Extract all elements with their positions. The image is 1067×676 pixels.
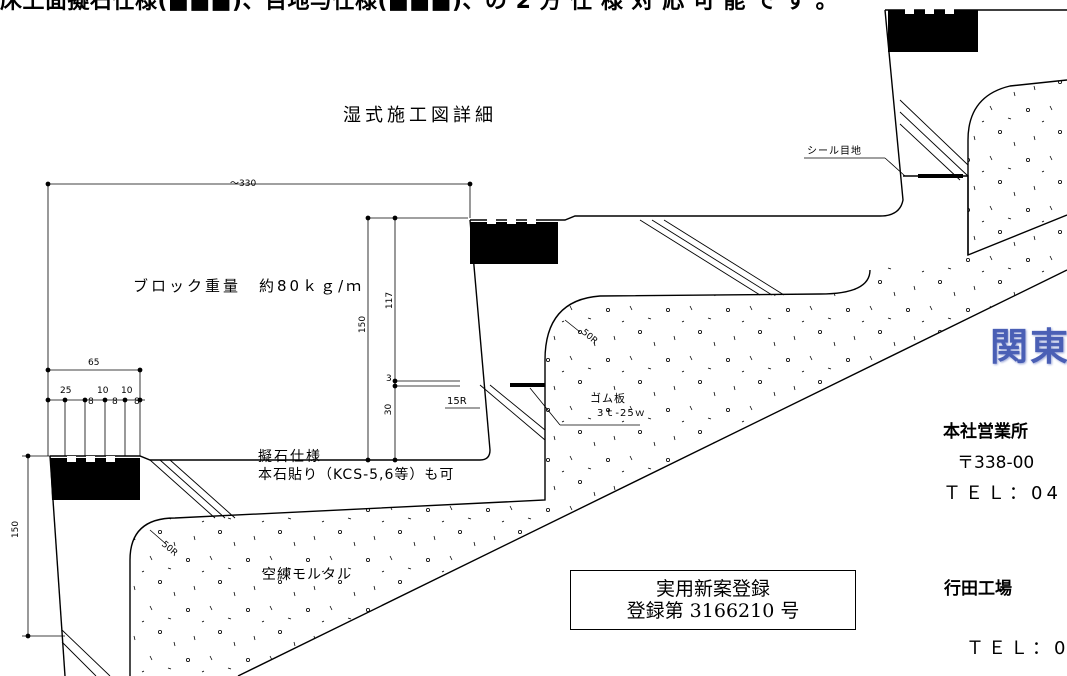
- dim-8c: 8: [134, 397, 140, 407]
- patent-line1: 実用新案登録: [655, 578, 770, 600]
- radius-15r: 15R: [447, 396, 467, 407]
- dim-8a: 8: [88, 397, 94, 407]
- hatch-bands: [61, 99, 969, 676]
- concrete-body: [130, 80, 1067, 676]
- dim-10b: 10: [121, 386, 133, 396]
- block-weight-label: ブロック重量 約80ｋｇ/ｍ: [133, 277, 365, 295]
- dim-span: ～330: [230, 179, 257, 189]
- stair-outline: [49, 9, 1067, 676]
- finish-alt-label: 本石貼り（KCS-5,6等）も可: [258, 467, 455, 483]
- seal-strip: [918, 174, 963, 178]
- block-profiles: [50, 10, 978, 500]
- mortar-label: 空練モルタル: [262, 567, 352, 583]
- dim-117: 117: [385, 291, 396, 310]
- drawing-title: 湿式施工図詳細: [343, 105, 497, 126]
- dim-10a: 10: [97, 386, 109, 396]
- dim-150-right: 150: [358, 315, 369, 334]
- rubber-plate-label: ゴム板: [590, 392, 626, 405]
- tel-factory: ＴＥＬ：0: [966, 638, 1067, 659]
- office-label: 本社営業所: [943, 422, 1028, 442]
- finish-spec-label: 擬石仕様: [258, 449, 322, 465]
- rubber-spec-label: 3ｔ-25ｗ: [597, 408, 646, 419]
- dimension-lines: [22, 157, 906, 639]
- company-name: 関東: [990, 325, 1067, 369]
- block-notches: [67, 8, 954, 462]
- dim-150-left: 150: [11, 520, 22, 539]
- rubber-strip: [510, 383, 545, 387]
- factory-label: 行田工場: [944, 579, 1012, 599]
- top-caption: 床上面擬石仕様(■■■)、目地与仕様(■■■)、の 2 方 仕 様 対 応 可 …: [0, 0, 838, 14]
- seal-joint-label: シール目地: [807, 146, 862, 157]
- postal-code: 〒338-00: [957, 453, 1035, 473]
- dim-65: 65: [88, 358, 100, 368]
- tel-office: ＴＥＬ：04: [943, 483, 1062, 504]
- dim-8b: 8: [112, 397, 118, 407]
- dim-3: 3: [386, 374, 392, 384]
- dim-30: 30: [384, 403, 395, 416]
- dim-25: 25: [60, 386, 72, 396]
- patent-box: 実用新案登録 登録第 3166210 号: [570, 570, 856, 630]
- patent-line2: 登録第 3166210 号: [626, 600, 800, 622]
